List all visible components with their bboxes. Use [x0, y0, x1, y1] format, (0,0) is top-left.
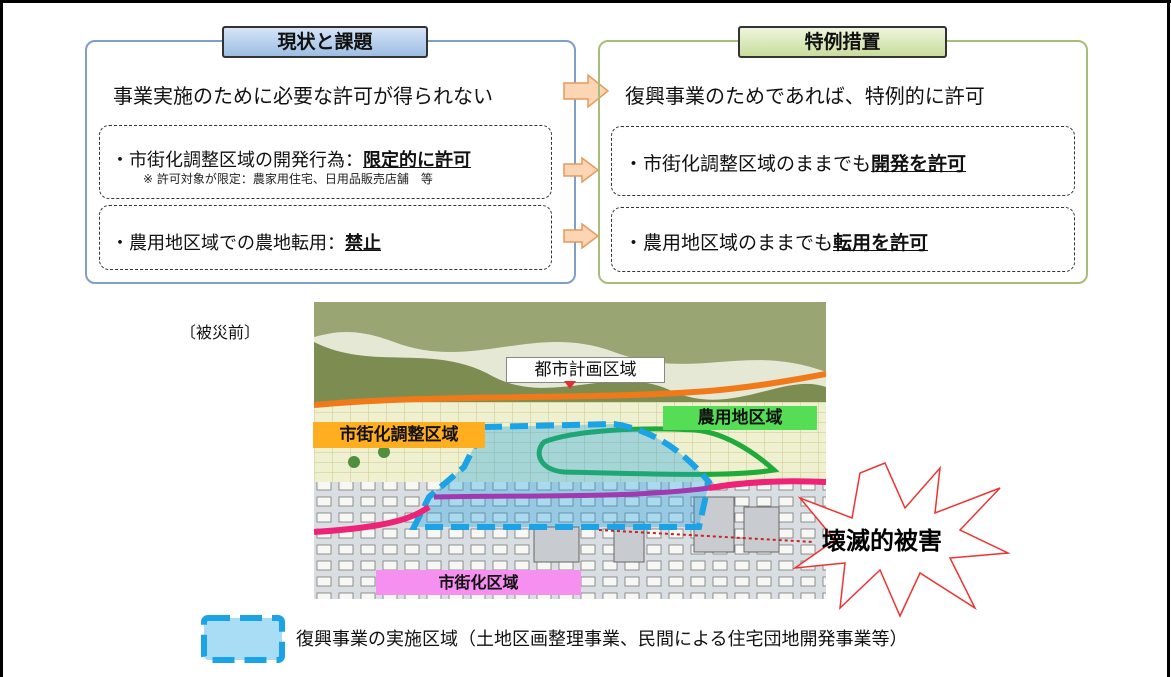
issue-item2-emphasis: 禁止	[345, 233, 381, 254]
measure-item-farmland: ・農用地区域のままでも転用を許可	[624, 228, 928, 255]
damage-label: 壊滅的被害	[822, 527, 942, 555]
building-2	[743, 506, 780, 553]
issue-item1-prefix: ・市街化調整区域の開発行為：	[111, 150, 363, 171]
issue-item1-emphasis: 限定的に許可	[363, 150, 471, 171]
urbanization-inner-boundary	[433, 485, 710, 500]
issue-box-urbanization-control	[99, 125, 552, 199]
issue-box-farmland	[99, 205, 552, 270]
reconstruction-zone-legend-icon	[201, 615, 285, 663]
reconstruction-zone	[409, 420, 713, 530]
tree-1	[348, 456, 360, 468]
pre-disaster-illustration	[314, 302, 826, 599]
building-3	[613, 521, 645, 563]
measure-item2-prefix: ・農用地区域のままでも	[624, 232, 834, 254]
arrow-item1-icon	[563, 156, 600, 184]
damage-burst-icon	[792, 462, 1010, 618]
measure-item1-prefix: ・市街化調整区域のままでも	[624, 153, 872, 175]
urbanization-label: 市街化区域	[376, 570, 581, 595]
legend-text: 復興事業の実施区域（土地区画整理事業、民間による住宅団地開発事業等）	[296, 629, 908, 650]
farmland-label: 農用地区域	[663, 406, 817, 430]
issue-item-farmland: ・農用地区域での農地転用：禁止	[111, 229, 381, 255]
frame-right-border	[1167, 0, 1170, 677]
urbanization-control-label: 市街化調整区域	[313, 422, 485, 448]
frame-left-border	[0, 0, 3, 677]
city-planning-marker-icon	[564, 381, 576, 389]
current-issues-lead: 事業実施のために必要な許可が得られない	[113, 84, 493, 108]
issue-item1-note: ※ 許可対象が限定：農家用住宅、日用品販売店舗 等	[143, 172, 433, 186]
special-measures-header: 特例措置	[738, 26, 947, 58]
building-4	[533, 526, 580, 563]
hills-back	[314, 302, 826, 372]
hills-mid	[314, 342, 826, 407]
city-planning-boundary	[314, 371, 826, 408]
measure-box-farmland	[611, 207, 1075, 272]
arrow-item2-icon	[563, 222, 600, 250]
tree-2	[378, 446, 390, 458]
frame-top-border	[0, 0, 1171, 3]
current-issues-header: 現状と課題	[222, 26, 428, 58]
urbanization-boundary	[314, 478, 826, 535]
measure-box-urbanization-control	[611, 126, 1075, 196]
issue-item2-prefix: ・農用地区域での農地転用：	[111, 233, 345, 254]
issue-item-urbanization-control: ・市街化調整区域の開発行為：限定的に許可	[111, 146, 471, 172]
city-planning-label: 都市計画区域	[506, 357, 665, 383]
measure-item1-emphasis: 開発を許可	[871, 153, 967, 175]
measure-item2-emphasis: 転用を許可	[833, 232, 929, 254]
measure-item-urbanization-control: ・市街化調整区域のままでも開発を許可	[624, 149, 966, 176]
special-measures-lead: 復興事業のためであれば、特例的に許可	[625, 84, 985, 108]
before-disaster-caption: 〔被災前〕	[180, 323, 261, 342]
